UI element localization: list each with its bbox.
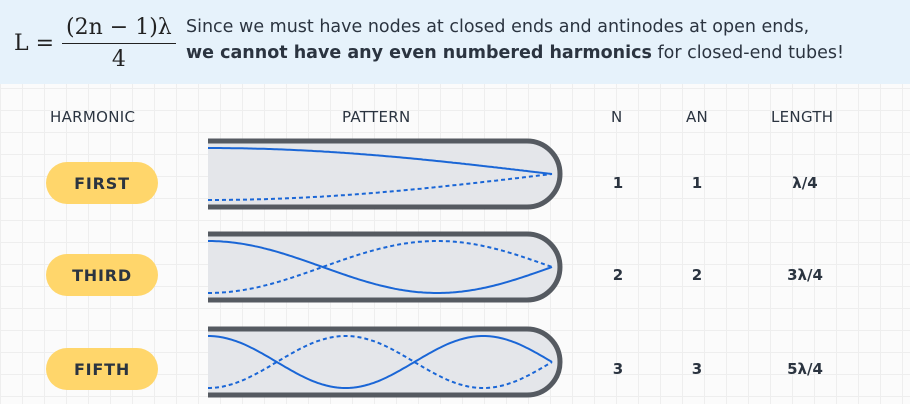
explanation-line-1: Since we must have nodes at closed ends … — [186, 17, 810, 37]
length-value: 5λ/4 — [787, 360, 823, 378]
tube-body — [208, 234, 560, 300]
formula-lhs: L = — [14, 30, 55, 56]
length-value: λ/4 — [792, 174, 818, 192]
tube-wall — [208, 326, 563, 398]
wave-solid — [208, 335, 553, 389]
node-count: 1 — [612, 174, 624, 192]
node-count: 2 — [612, 266, 624, 284]
wave-dashed — [208, 173, 553, 201]
antinode-count: 1 — [691, 174, 703, 192]
header-n: N — [611, 108, 623, 126]
length-formula: L = (2n − 1)λ 4 — [14, 8, 176, 78]
wave-dashed — [208, 240, 553, 294]
wave-dashed — [208, 335, 553, 389]
header-length: LENGTH — [771, 108, 834, 126]
header-an: AN — [686, 108, 709, 126]
explanation-line-2-rest: for closed-end tubes! — [651, 43, 845, 63]
tube-wall — [208, 138, 563, 210]
formula-numerator: (2n − 1)λ — [62, 15, 176, 44]
node-count: 3 — [612, 360, 624, 378]
tube-body — [208, 329, 560, 395]
wave-solid — [208, 240, 553, 294]
explanation-text: Since we must have nodes at closed ends … — [186, 14, 901, 66]
wave-solid — [208, 147, 553, 175]
length-value: 3λ/4 — [787, 266, 823, 284]
harmonic-pill-first: FIRST — [46, 162, 158, 204]
formula-fraction: (2n − 1)λ 4 — [62, 15, 176, 72]
harmonic-pill-third: THIRD — [46, 254, 158, 296]
header-banner: L = (2n − 1)λ 4 Since we must have nodes… — [0, 0, 910, 84]
antinode-count: 3 — [691, 360, 703, 378]
header-harmonic: HARMONIC — [50, 108, 136, 126]
formula-denominator: 4 — [111, 46, 126, 72]
harmonic-pill-fifth: FIFTH — [46, 348, 158, 390]
antinode-count: 2 — [691, 266, 703, 284]
tube-wall — [208, 231, 563, 303]
tube-body — [208, 141, 560, 207]
header-pattern: PATTERN — [342, 108, 411, 126]
explanation-line-2: we cannot have any even numbered harmoni… — [186, 40, 901, 66]
explanation-emphasis: we cannot have any even numbered harmoni… — [186, 43, 652, 63]
